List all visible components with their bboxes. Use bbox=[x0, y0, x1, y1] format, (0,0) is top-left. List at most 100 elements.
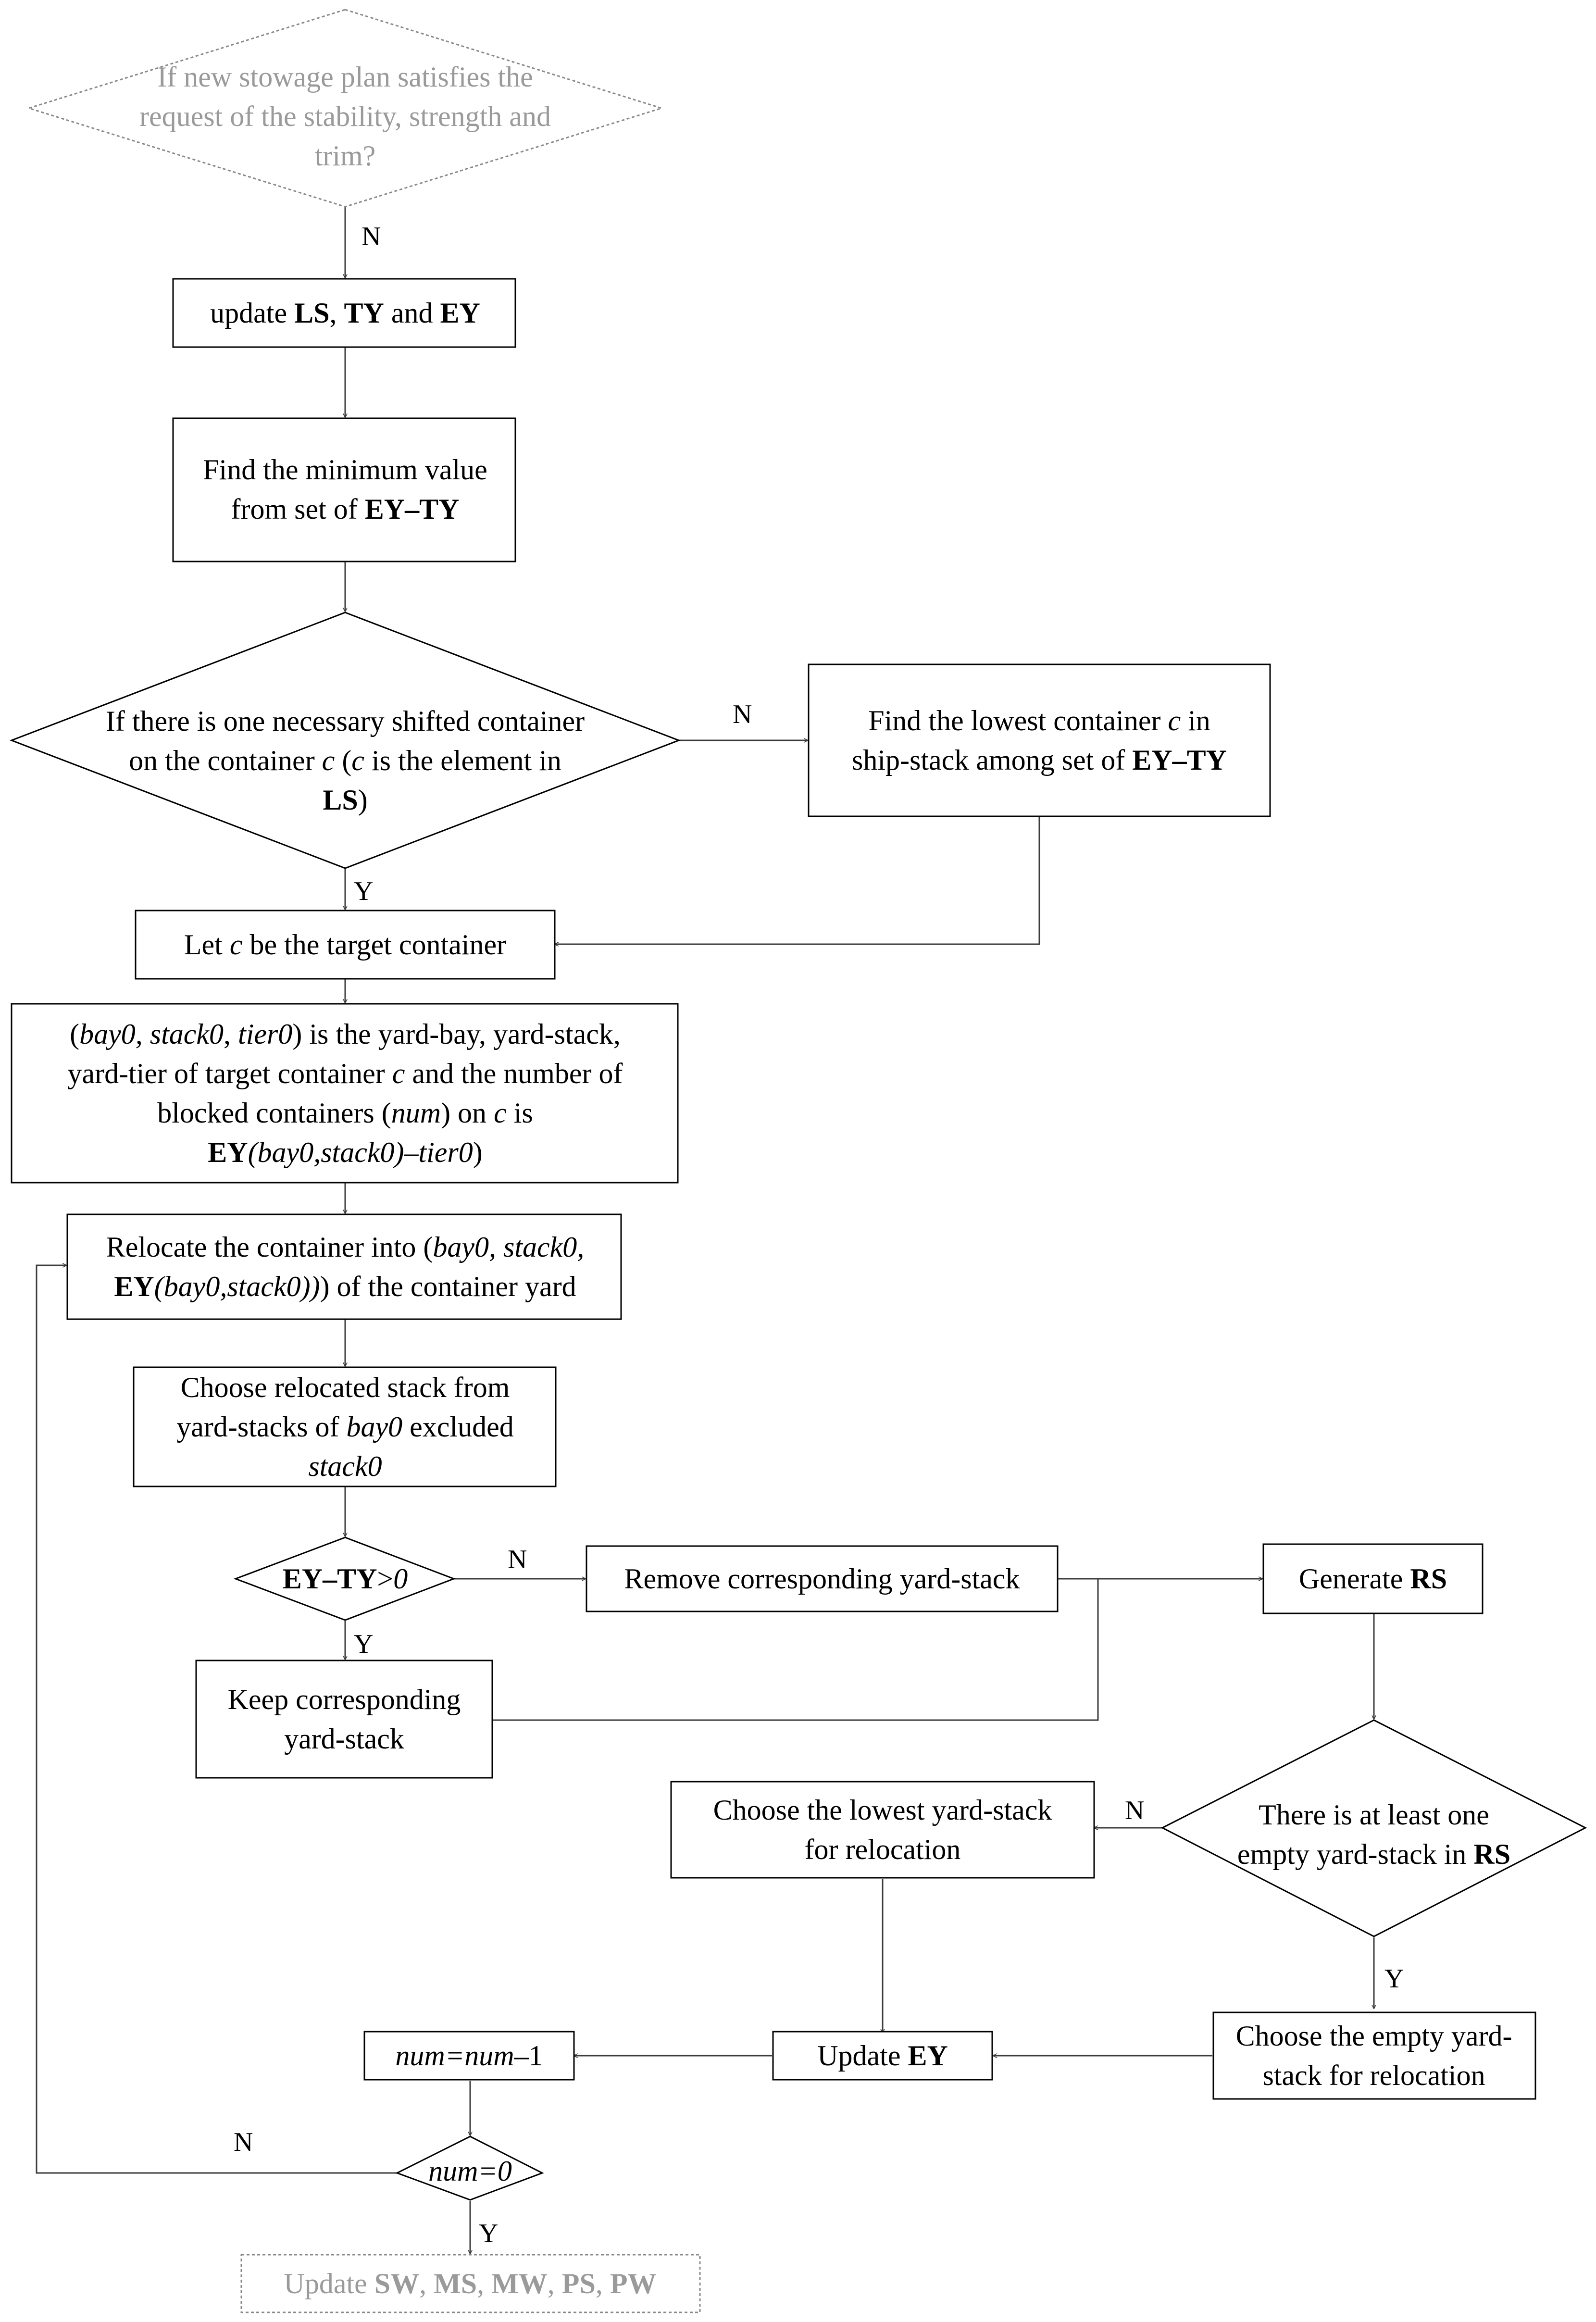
text-run: c bbox=[1168, 705, 1181, 737]
text-run: num=num bbox=[395, 2040, 514, 2072]
text-run: on the container bbox=[129, 745, 322, 776]
text-run: (bay0,stack0)) bbox=[154, 1271, 320, 1302]
choose-empty-line: stack for relocation bbox=[1262, 2060, 1485, 2091]
text-run: If new stowage plan satisfies the bbox=[157, 61, 533, 93]
label-eyty-yes: Y bbox=[354, 1629, 373, 1659]
text-run: , bbox=[329, 297, 344, 329]
start-decision bbox=[26, 9, 664, 208]
text-run: Keep corresponding bbox=[228, 1684, 461, 1715]
text-run: Update bbox=[817, 2040, 908, 2072]
text-run: PW bbox=[610, 2268, 657, 2299]
text-run: EY bbox=[908, 2040, 948, 2072]
num-decision-text: num=0 bbox=[428, 2155, 512, 2187]
text-run: trim? bbox=[315, 140, 376, 172]
find-min-line: Find the minimum value bbox=[203, 454, 487, 486]
eyty-decision bbox=[233, 1536, 456, 1621]
choose-lowest-text: Choose the lowest yard-stack for relocati… bbox=[713, 1794, 1052, 1865]
text-run: MS bbox=[434, 2268, 477, 2299]
bay-info-text: (bay0, stack0, tier0) is the yard-bay, y… bbox=[67, 1018, 623, 1168]
text-run: c bbox=[392, 1058, 405, 1089]
start-line: If new stowage plan satisfies the bbox=[157, 61, 533, 93]
label-empty-no: N bbox=[1125, 1796, 1144, 1825]
text-run: Choose relocated stack from bbox=[181, 1372, 510, 1403]
dec-num-line: num=0 bbox=[428, 2155, 512, 2187]
choose-stack-line: Choose relocated stack from bbox=[181, 1372, 510, 1403]
text-run: excluded bbox=[402, 1411, 514, 1443]
text-run: ) of the container yard bbox=[320, 1271, 576, 1302]
start-decision-text: If new stowage plan satisfies the request… bbox=[139, 61, 551, 172]
text-run: , bbox=[224, 1018, 238, 1050]
dec-shift-line: LS) bbox=[323, 784, 367, 816]
choose-empty-box bbox=[1212, 2011, 1536, 2100]
let-c-text: Let c be the target container bbox=[184, 929, 506, 961]
text-run: > bbox=[377, 1563, 393, 1595]
end-box bbox=[240, 2254, 701, 2313]
remove-box bbox=[586, 1545, 1059, 1612]
text-run: 0 bbox=[393, 1563, 408, 1595]
choose-lowest-line: for relocation bbox=[805, 1834, 961, 1865]
label-num-no: N bbox=[234, 2127, 253, 2157]
text-run: request of the stability, strength and bbox=[139, 100, 551, 132]
start-line: request of the stability, strength and bbox=[139, 100, 551, 132]
generate-rs-line: Generate RS bbox=[1299, 1563, 1447, 1595]
text-run: num=0 bbox=[428, 2155, 512, 2187]
label-empty-yes: Y bbox=[1384, 1964, 1404, 1994]
remove-line: Remove corresponding yard-stack bbox=[624, 1563, 1020, 1595]
generate-rs-text: Generate RS bbox=[1299, 1563, 1447, 1595]
update-ey-box bbox=[772, 2031, 993, 2081]
text-run: EY bbox=[440, 297, 480, 329]
text-run: Choose the lowest yard-stack bbox=[713, 1794, 1052, 1826]
bay-info-line: EY(bay0,stack0)–tier0) bbox=[208, 1136, 483, 1168]
bay-info-line: blocked containers (num) on c is bbox=[157, 1097, 533, 1129]
text-run: ( bbox=[70, 1018, 79, 1050]
find-lowest-line: ship-stack among set of EY–TY bbox=[852, 744, 1227, 776]
text-run: Generate bbox=[1299, 1563, 1410, 1595]
text-run: Remove corresponding yard-stack bbox=[624, 1563, 1020, 1595]
edge-findlowest-to-letc bbox=[555, 816, 1040, 944]
shift-decision-text: If there is one necessary shifted contai… bbox=[106, 705, 585, 816]
empty-decision-text: There is at least one empty yard-stack in… bbox=[1237, 1799, 1510, 1870]
text-run: for relocation bbox=[805, 1834, 961, 1865]
relocate-line: Relocate the container into (bay0, stack… bbox=[106, 1231, 585, 1263]
relocate-box bbox=[66, 1213, 622, 1320]
text-run: If there is one necessary shifted contai… bbox=[106, 705, 585, 737]
edge-keep-join bbox=[492, 1579, 1099, 1721]
find-lowest-line: Find the lowest container c in bbox=[868, 705, 1210, 737]
num-dec-text: num=num–1 bbox=[395, 2040, 543, 2072]
start-line: trim? bbox=[315, 140, 376, 172]
update-ls-box bbox=[172, 278, 516, 348]
text-run: bay0 bbox=[347, 1411, 403, 1443]
text-run: ) bbox=[473, 1136, 483, 1168]
connectors bbox=[36, 207, 1374, 2254]
text-run: (bay0,stack0)–tier0 bbox=[248, 1136, 473, 1168]
dec-empty-line: empty yard-stack in RS bbox=[1237, 1838, 1510, 1870]
text-run: LS bbox=[323, 784, 358, 816]
text-run: TY bbox=[344, 297, 384, 329]
edge-labels: N N Y N Y N Y N Y bbox=[234, 222, 1404, 2248]
find-min-line: from set of EY–TY bbox=[231, 493, 460, 525]
text-run: empty yard-stack in bbox=[1237, 1838, 1474, 1870]
text-run: EY bbox=[208, 1136, 248, 1168]
text-run: , bbox=[596, 2268, 610, 2299]
label-shift-yes: Y bbox=[354, 876, 373, 906]
text-run: There is at least one bbox=[1259, 1799, 1489, 1831]
label-shift-no: N bbox=[733, 699, 752, 729]
text-run: EY–TY bbox=[283, 1563, 377, 1595]
text-run: , bbox=[477, 2268, 491, 2299]
dec-eyty-line: EY–TY>0 bbox=[283, 1563, 408, 1595]
relocate-text: Relocate the container into (bay0, stack… bbox=[106, 1231, 585, 1302]
num-decision bbox=[395, 2135, 544, 2201]
text-run: in bbox=[1181, 705, 1210, 737]
text-run: ) on bbox=[441, 1097, 494, 1129]
text-run: Update bbox=[284, 2268, 374, 2299]
text-run: RS bbox=[1473, 1838, 1510, 1870]
let-c-line: Let c be the target container bbox=[184, 929, 506, 961]
label-eyty-no: N bbox=[508, 1545, 527, 1574]
text-run: PS bbox=[562, 2268, 596, 2299]
text-run: and bbox=[384, 297, 440, 329]
text-run: ship-stack among set of bbox=[852, 744, 1132, 776]
text-run: , bbox=[548, 2268, 562, 2299]
